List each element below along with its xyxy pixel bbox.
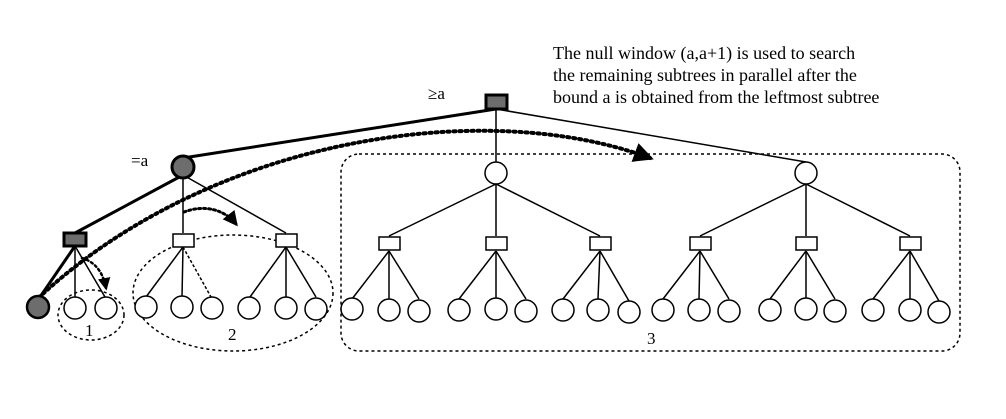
leaf-node [134, 295, 158, 319]
leaf-node [617, 300, 641, 324]
edge [181, 246, 184, 298]
region-1-label: 1 [85, 321, 94, 340]
leaf-node [861, 298, 885, 322]
left-min-node [62, 231, 88, 248]
caption-line-2: the remaining subtrees in parallel after… [553, 65, 857, 85]
tree-node [794, 161, 818, 185]
leaf-node [484, 297, 508, 321]
tree-node [589, 236, 612, 251]
edge [909, 250, 940, 302]
edge [698, 250, 701, 300]
region-2-outline [132, 234, 334, 352]
leaf-node [687, 298, 711, 322]
tree-node [899, 236, 922, 251]
edge-root-to-left-max [182, 107, 497, 160]
search-arrow-to-region-1 [80, 256, 111, 291]
tree-node [485, 236, 508, 251]
leaf-node [794, 297, 818, 321]
edge [388, 250, 420, 300]
region-1-outline [57, 289, 125, 341]
tree-node [378, 236, 401, 251]
edge [662, 250, 701, 300]
region-3-outline [340, 153, 961, 352]
region-3-label: 3 [647, 329, 656, 348]
edge [145, 246, 184, 298]
region-2-label: 2 [228, 325, 237, 344]
edge [458, 250, 497, 300]
leaf-node [823, 299, 847, 323]
leaf-node [63, 296, 87, 320]
edge-left-min-to-leftmost-leaf [38, 245, 77, 298]
root-node [484, 93, 509, 111]
edge [599, 250, 630, 302]
edge [699, 250, 730, 300]
edge [182, 174, 287, 234]
leaf-node [237, 296, 261, 320]
edge [388, 183, 497, 237]
edge [597, 250, 601, 300]
edge [351, 250, 390, 300]
tree-node [172, 233, 195, 248]
edge [769, 250, 807, 300]
leaf-node [758, 298, 782, 322]
search-arrow-to-region-2 [182, 207, 238, 227]
leaf-node [927, 300, 951, 324]
leaf-node [377, 298, 401, 322]
root-bound-label: ≥a [428, 84, 445, 103]
edge-dashed [182, 246, 212, 298]
edge [805, 250, 836, 300]
tree-node [484, 161, 508, 185]
leaf-node [94, 296, 118, 320]
leaf-node [274, 296, 298, 320]
edge [805, 183, 911, 237]
edge [699, 183, 807, 237]
edge [562, 250, 601, 300]
edge [495, 183, 601, 237]
tree-node [275, 233, 298, 248]
edge-root-to-right-max [495, 108, 807, 163]
leaf-node [717, 299, 741, 323]
left-child-value-label: =a [131, 151, 149, 170]
tree-node [795, 236, 818, 251]
leaf-node [340, 297, 364, 321]
edge [249, 246, 287, 298]
leaf-node [447, 298, 471, 322]
leaf-node [200, 296, 224, 320]
edge-left-max-to-left-min [74, 173, 184, 235]
edge [495, 250, 527, 300]
caption-line-3: bound a is obtained from the leftmost su… [553, 87, 879, 107]
leaf-node [514, 299, 538, 323]
search-arrow-root-to-region-3 [28, 128, 654, 308]
caption-line-1: The null window (a,a+1) is used to searc… [553, 43, 855, 64]
edge [285, 246, 317, 298]
leaf-node [651, 298, 675, 322]
tree-node [689, 236, 712, 251]
leaf-node [898, 298, 922, 322]
leftmost-leaf-node [25, 294, 51, 320]
leaf-node [407, 299, 431, 323]
left-max-node [170, 154, 196, 180]
leaf-node [304, 297, 328, 321]
leaf-node [586, 298, 610, 322]
edge [872, 250, 911, 300]
leaf-node [170, 295, 194, 319]
leaf-node [551, 298, 575, 322]
